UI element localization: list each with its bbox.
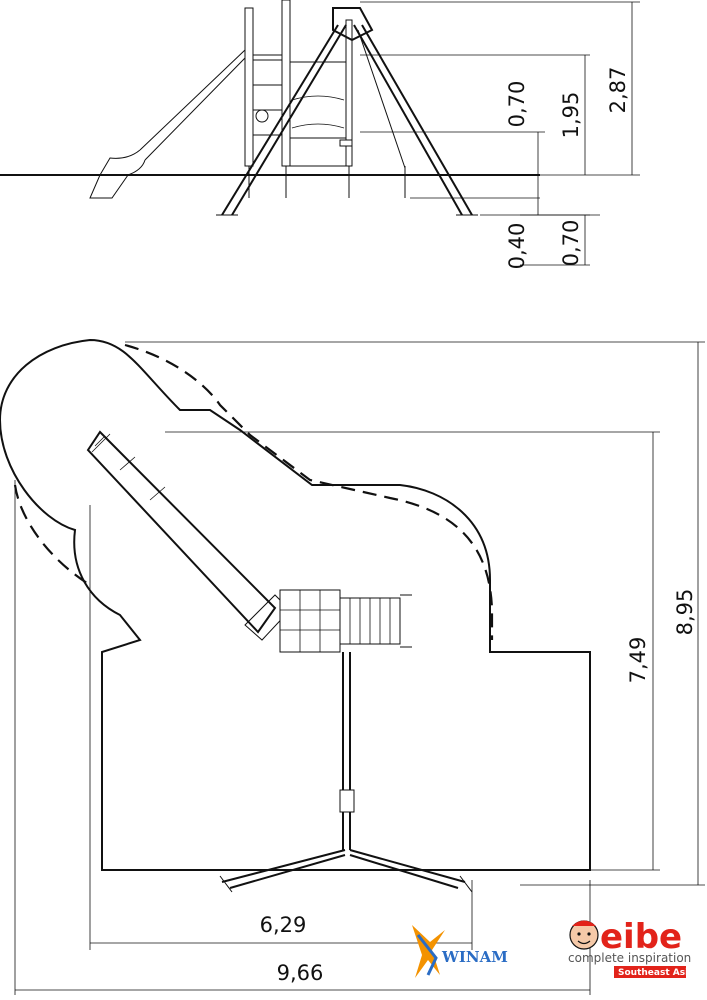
dim-lower-depth: 0,70 — [559, 220, 583, 267]
elevation-a-frame — [216, 7, 478, 216]
plan-dimension-lines — [14, 341, 705, 995]
dim-overall-width: 9,66 — [277, 961, 324, 985]
plan-slide — [86, 430, 291, 641]
winam-figure-icon — [412, 925, 445, 978]
plan-swing — [219, 652, 473, 893]
eibe-wordmark: eibe — [600, 917, 682, 957]
safety-zone-outline — [0, 338, 591, 871]
dim-platform-height: 1,95 — [559, 92, 583, 139]
dim-foundation-depth: 0,40 — [505, 223, 529, 270]
elevation-slide — [89, 49, 246, 199]
dim-equipment-depth: 7,49 — [626, 637, 650, 684]
elevation-tower — [244, 0, 406, 198]
dim-total-height: 2,87 — [606, 67, 630, 114]
elevation-dimension-lines — [360, 1, 640, 266]
plan-view: 8,95 7,49 6,29 9,66 — [0, 338, 705, 995]
side-elevation: 2,87 1,95 0,70 0,40 0,70 — [0, 0, 640, 269]
eibe-region-badge — [614, 966, 686, 978]
winam-logo: WINAM — [412, 925, 508, 978]
safety-zone-dashed — [124, 343, 494, 640]
steering-wheel-icon — [255, 109, 269, 123]
eibe-logo: eibe complete inspiration Southeast Asia — [568, 917, 694, 978]
dim-overall-depth: 8,95 — [673, 589, 697, 636]
plan-tower — [279, 589, 412, 653]
dim-equipment-width: 6,29 — [260, 913, 307, 937]
dim-upper-section: 0,70 — [505, 81, 529, 128]
eibe-region-label: Southeast Asia — [618, 968, 694, 978]
winam-wordmark: WINAM — [441, 948, 508, 966]
eibe-tagline: complete inspiration — [568, 951, 691, 965]
